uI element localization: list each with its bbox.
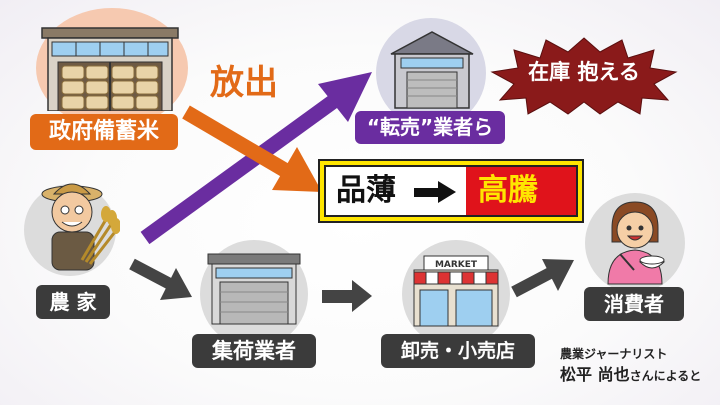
market-store-icon: MARKET [413, 255, 499, 327]
right-arrow-icon [414, 181, 456, 203]
release-label: 放出 [210, 63, 278, 103]
flow-arrow-farmer-collector [129, 258, 192, 300]
warehouse-icon [41, 27, 179, 111]
reseller-warehouse-icon [390, 31, 474, 109]
credit-name: 松平 尚也 [560, 365, 630, 384]
reserve-label: 政府備蓄米 [30, 114, 178, 150]
purple-arrow [140, 72, 372, 245]
stock-starburst [490, 37, 678, 115]
price-surge-text: 高騰 [478, 173, 538, 208]
collector-label: 集荷業者 [192, 334, 316, 368]
orange-arrow [182, 105, 322, 192]
stock-label: 在庫 抱える [528, 60, 640, 84]
shortage-text: 品薄 [336, 173, 396, 208]
shortage-inner: 品薄 高騰 [324, 165, 578, 217]
flow-arrow-collector-wholesale [322, 280, 372, 312]
price-surge-box: 高騰 [466, 167, 576, 215]
market-sign: MARKET [435, 260, 478, 270]
farmer-icon [41, 183, 120, 271]
collector-building-icon [207, 253, 301, 325]
credit-suffix: さんによると [629, 369, 702, 383]
reseller-label: “転売”業者ら [355, 111, 505, 144]
shortage-box: 品薄 高騰 [318, 159, 584, 223]
wholesale-label: 卸売・小売店 [381, 334, 535, 368]
consumer-icon [607, 201, 666, 285]
consumer-label: 消費者 [584, 287, 684, 321]
flow-arrow-wholesale-consumer [511, 259, 574, 298]
farmer-label: 農 家 [36, 285, 110, 319]
credit-line1: 農業ジャーナリスト [560, 347, 668, 361]
credit-line2: 松平 尚也さんによると [560, 365, 702, 384]
